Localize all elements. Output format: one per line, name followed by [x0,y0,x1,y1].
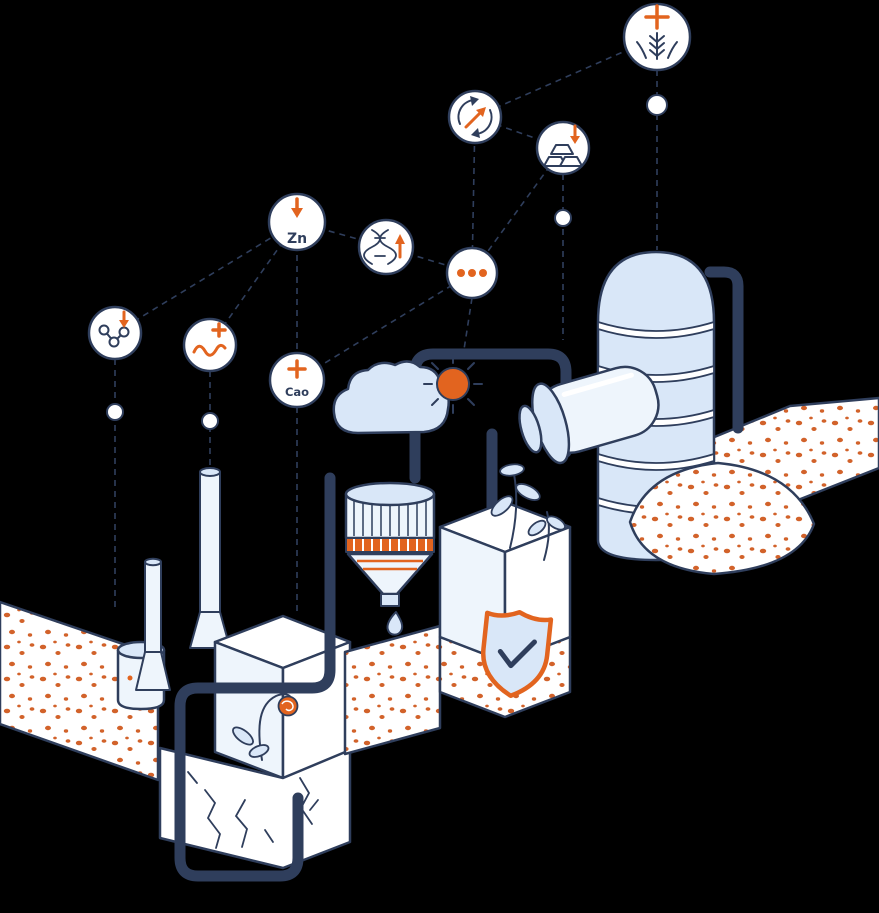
worm-plus-icon [192,322,227,357]
gold-ingots-down-arrow-icon [543,124,583,167]
middle-soil-block [343,624,442,756]
dna-up-arrow-icon [363,229,405,265]
gold-bars-badge [535,120,591,176]
loop-pipe [174,472,336,882]
water-droplet-icon [386,611,404,636]
dna-badge [357,218,415,276]
ellipsis-badge [445,246,499,300]
silo-soil-mound [628,461,816,576]
horizontal-tank [518,365,660,465]
silo-pipe [704,266,744,434]
sun-icon [423,354,483,414]
circular-arrows-up-icon [457,96,493,138]
molecule-badge [87,305,143,361]
zinc-badge: Zn [267,192,327,252]
chimney-short-icon [135,557,171,691]
badge-network: Zn [87,2,692,409]
worm-plus-badge [182,317,238,373]
wilted-plant-icon [232,693,299,761]
wheat-icon [636,32,678,60]
zinc-label: Zn [287,231,307,247]
funnel-mixer [344,481,436,636]
molecule-down-arrow-icon [98,310,130,348]
plus-icon [644,4,670,30]
plus-icon [287,359,307,379]
connector-dot [106,403,124,421]
connector-dot [201,412,219,430]
leaf-sprouts-icon [490,463,566,561]
connector-dot [646,94,668,116]
cao-badge: Cao [268,351,326,409]
chimney-tall-icon [189,467,231,649]
cycle-up-badge [447,89,503,145]
shield-check-icon [481,609,554,699]
down-arrow-icon [291,197,303,218]
wheat-plus-badge [622,2,692,72]
factory [116,467,352,870]
connector-dots [106,94,668,430]
three-dots-icon [457,269,487,277]
cloud-icon [332,360,450,435]
cao-label: Cao [285,385,309,399]
connector-dot [554,209,572,227]
